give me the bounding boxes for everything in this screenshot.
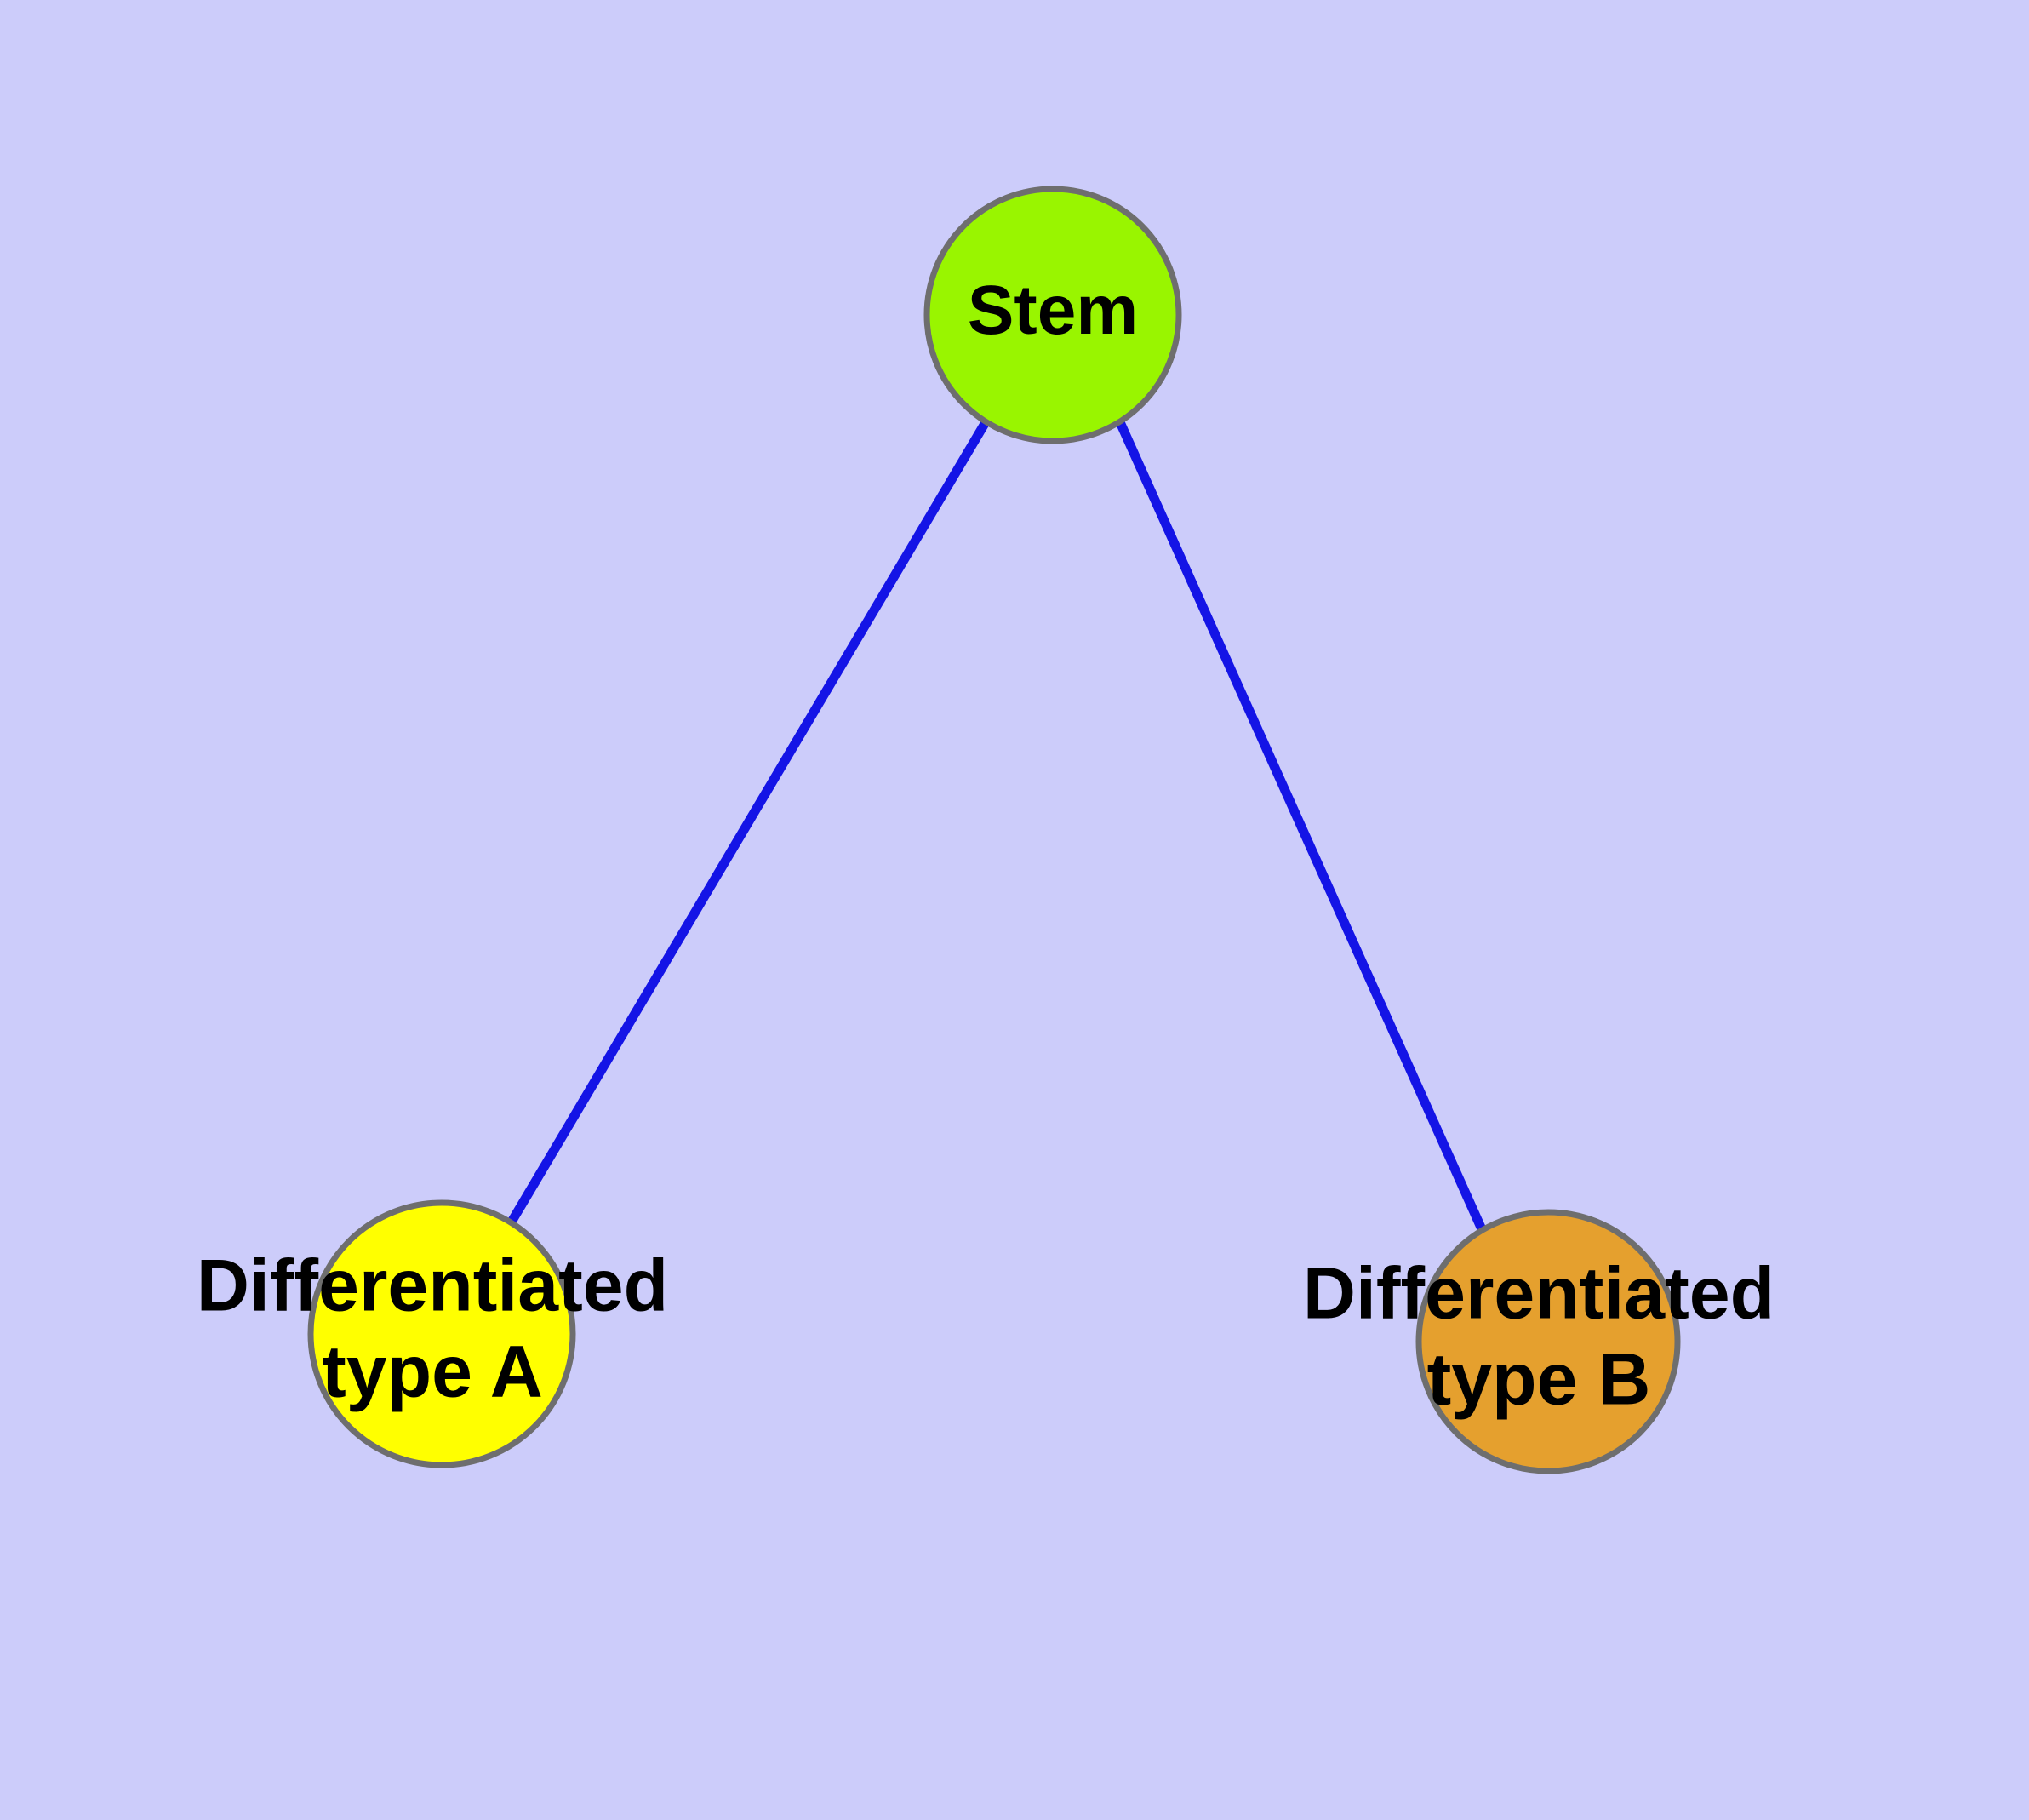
edge-stem-to-diff-a[interactable] — [506, 420, 990, 1226]
node-label-line: Stem — [968, 272, 1139, 349]
node-diff-a[interactable] — [307, 1199, 576, 1468]
node-label-line: type B — [1427, 1338, 1651, 1420]
node-label-line: Differentiated — [197, 1245, 668, 1326]
edges-layer — [506, 420, 1487, 1232]
node-diff-b[interactable] — [1415, 1209, 1681, 1474]
node-stem[interactable] — [923, 186, 1182, 444]
edge-stem-to-diff-b[interactable] — [1115, 420, 1487, 1232]
nodes-layer — [307, 186, 1681, 1474]
node-label-stem: Stem — [968, 272, 1139, 349]
node-label-line: type A — [322, 1331, 543, 1412]
node-label-line: Differentiated — [1303, 1252, 1775, 1334]
